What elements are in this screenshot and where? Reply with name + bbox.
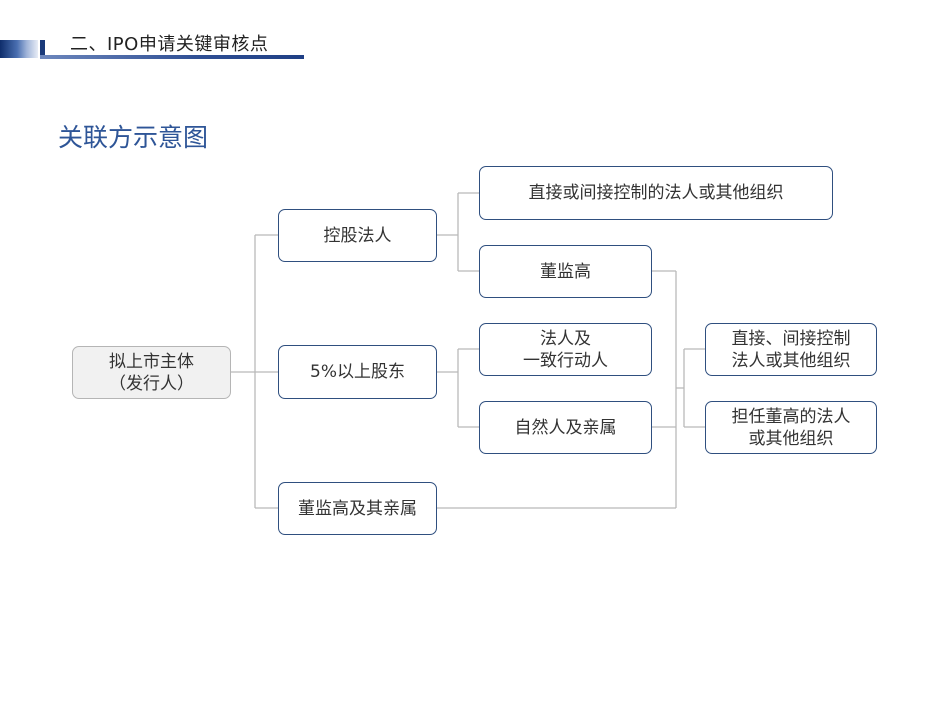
header-accent-tick (40, 40, 45, 58)
node-dsm-relatives: 董监高及其亲属 (278, 482, 437, 535)
header-underline (40, 55, 304, 59)
node-holding-corp: 控股法人 (278, 209, 437, 262)
node-direct-indirect-control: 直接或间接控制的法人或其他组织 (479, 166, 833, 220)
header-accent-bar (0, 40, 38, 58)
section-title: 二、IPO申请关键审核点 (70, 34, 269, 55)
node-shareholder-5pct: 5%以上股东 (278, 345, 437, 399)
node-controlled-corp: 直接、间接控制 法人或其他组织 (705, 323, 877, 376)
diagram-title: 关联方示意图 (58, 123, 209, 152)
node-dsm: 董监高 (479, 245, 652, 298)
node-corp-concerted: 法人及 一致行动人 (479, 323, 652, 376)
node-natural-relatives: 自然人及亲属 (479, 401, 652, 454)
node-issuer: 拟上市主体 （发行人） (72, 346, 231, 399)
node-dsm-serving-corp: 担任董高的法人 或其他组织 (705, 401, 877, 454)
